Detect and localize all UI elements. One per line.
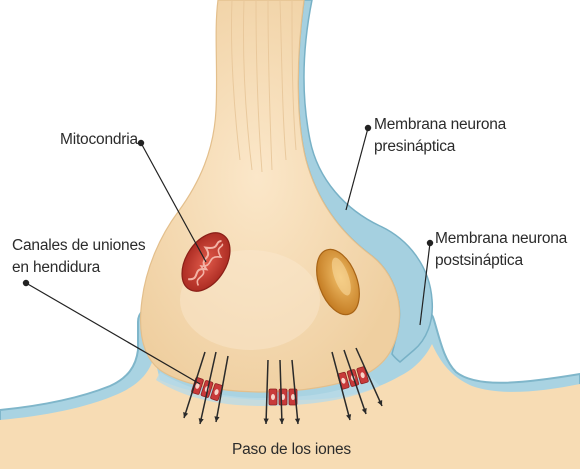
label-gap-junction-line1: Canales de uniones [12, 237, 146, 254]
pointer-dot-mitochondria [137, 139, 145, 147]
pointer-dot-gap-junction [22, 279, 30, 287]
label-pointers [22, 124, 434, 385]
ion-arrow [331, 351, 351, 421]
label-presynaptic-line1: Membrana neurona [374, 116, 507, 133]
ion-arrow-head [346, 414, 352, 420]
channel-pore [271, 394, 275, 400]
ion-arrow-head [377, 400, 383, 406]
axon-fibers [230, 0, 297, 173]
channel-pore [195, 382, 200, 389]
pointer-postsynaptic [419, 242, 431, 326]
ion-arrow-head [198, 418, 204, 424]
ion-arrow-head [263, 418, 269, 424]
postsynaptic-cytoplasm [0, 344, 580, 469]
ion-arrow [355, 347, 383, 407]
label-ion-flow: Paso de los iones [232, 441, 351, 458]
pointer-mitochondria [140, 142, 207, 263]
channel-pore [214, 389, 219, 396]
ion-arrow [215, 355, 229, 423]
presynaptic-neuron [139, 0, 434, 393]
label-mitochondria: Mitocondria [60, 131, 138, 148]
channel-pore [341, 377, 346, 384]
ion-arrow-head [361, 408, 367, 414]
pointer-dot-postsynaptic [426, 239, 434, 247]
ion-arrow [291, 359, 299, 425]
pointer-presynaptic [345, 127, 369, 211]
label-postsynaptic-line1: Membrana neurona [435, 230, 568, 247]
ion-arrow [343, 349, 367, 415]
ion-arrow-head [279, 418, 285, 424]
ion-arrow-head [214, 416, 220, 422]
channel-pore [360, 372, 365, 379]
ion-arrow [199, 351, 217, 425]
ion-arrow-head [183, 412, 189, 418]
channel-group-left [191, 377, 223, 401]
ion-arrow [265, 359, 269, 425]
mitochondrion-orange [316, 248, 360, 316]
pointer-dot-presynaptic [364, 124, 372, 132]
pointer-gap-junction [25, 282, 201, 385]
label-presynaptic-line2: presináptica [374, 138, 456, 155]
ion-arrow [183, 351, 206, 419]
label-gap-junction-line2: en hendidura [12, 259, 101, 276]
channel-pore [291, 394, 295, 400]
channel-group-center [268, 388, 298, 406]
channel-pore [281, 394, 285, 400]
ion-arrow-head [294, 418, 301, 424]
ion-flow-arrows [183, 347, 383, 425]
label-postsynaptic-line2: postsináptica [435, 252, 523, 269]
ion-arrow [279, 359, 283, 425]
